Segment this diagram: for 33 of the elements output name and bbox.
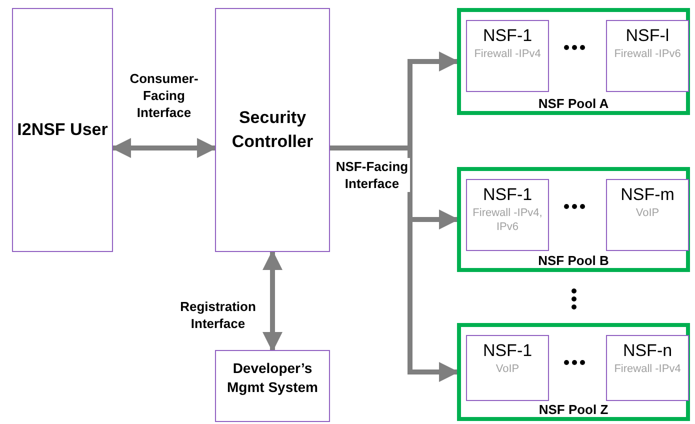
pool-box xyxy=(457,323,690,421)
nsf-name: NSF-1 xyxy=(482,340,532,362)
nsf-type: VoIP xyxy=(494,362,520,376)
pool-title: NSF Pool B xyxy=(537,254,610,267)
nsf-box xyxy=(466,179,549,251)
nsf-type: Firewall -IPv4 xyxy=(613,362,682,376)
nsf-type: Firewall -IPv6 xyxy=(613,47,682,61)
component-box xyxy=(215,8,330,252)
nsf-box xyxy=(466,335,549,401)
nsf-name: NSF-m xyxy=(620,184,674,206)
nsf-name: NSF-n xyxy=(622,340,672,362)
nsf-name: NSF-1 xyxy=(482,25,532,47)
nsf-name: NSF-1 xyxy=(482,184,532,206)
pool-title: NSF Pool A xyxy=(537,97,610,110)
nsf-type: VoIP xyxy=(634,206,660,220)
pool-title: NSF Pool Z xyxy=(538,403,610,416)
edge-label: NSF-Facing Interface xyxy=(334,158,410,192)
nsf-type: Firewall -IPv4 xyxy=(473,47,542,61)
component-box xyxy=(12,8,113,252)
nsf-box xyxy=(606,335,689,401)
nsf-box xyxy=(466,20,549,92)
nsf-box xyxy=(606,179,689,251)
connector-arrow xyxy=(262,250,282,352)
component-box xyxy=(215,350,330,422)
component-name: I2NSF User xyxy=(16,119,109,141)
nsf-type: Firewall -IPv4, IPv6 xyxy=(472,206,544,234)
pool-box xyxy=(457,8,690,115)
connector-arrow xyxy=(111,138,217,158)
component-name: Security Controller xyxy=(230,107,314,153)
component-name: Developer’s Mgmt System xyxy=(226,359,320,397)
pool-box xyxy=(457,167,690,272)
nsf-name: NSF-l xyxy=(626,25,670,47)
nsf-box xyxy=(606,20,689,92)
